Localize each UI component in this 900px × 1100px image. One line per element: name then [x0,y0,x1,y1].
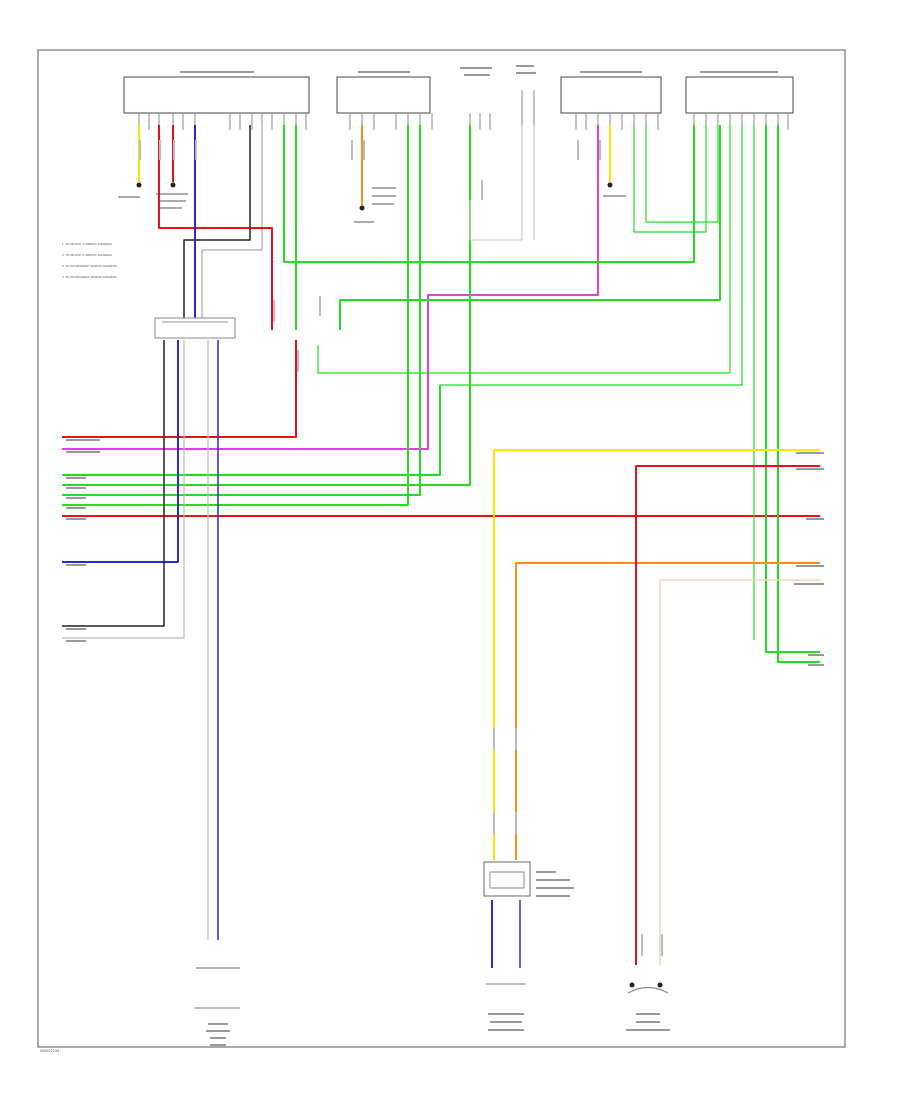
diagram-frame [37,49,846,1048]
component-module-1 [123,71,310,114]
note-1: 1. TO (BLOCK 1) WIRING DIAGRAM [62,242,112,246]
notes-list: 1. TO (BLOCK 1) WIRING DIAGRAM 2. TO (BL… [62,242,117,279]
bottom-component-left [194,967,240,1046]
bottom-component-right [626,982,670,1031]
component-labels-top [118,187,626,223]
pin-ticks [138,90,789,130]
note-3: 3. TO INSTRUMENT WIRING DIAGRAM [62,264,117,268]
component-module-4 [560,71,662,114]
component-module-5 [685,71,794,114]
wire-labels [139,140,663,956]
wire-harness [62,125,820,968]
ground-symbols [136,182,613,211]
connector-block [154,317,236,339]
component-module-2 [336,71,431,114]
note-2: 2. TO (BLOCK 2) WIRING DIAGRAM [62,253,112,257]
footer-code: W0001234 [40,1048,60,1053]
right-bus-labels [794,452,824,666]
note-4: 4. TO INSTRUMENT WIRING DIAGRAM [62,275,117,279]
left-bus-labels [66,439,100,642]
top-wire-stubs [138,125,611,205]
bottom-component-center [483,861,574,1031]
component-module-3 [460,65,536,76]
